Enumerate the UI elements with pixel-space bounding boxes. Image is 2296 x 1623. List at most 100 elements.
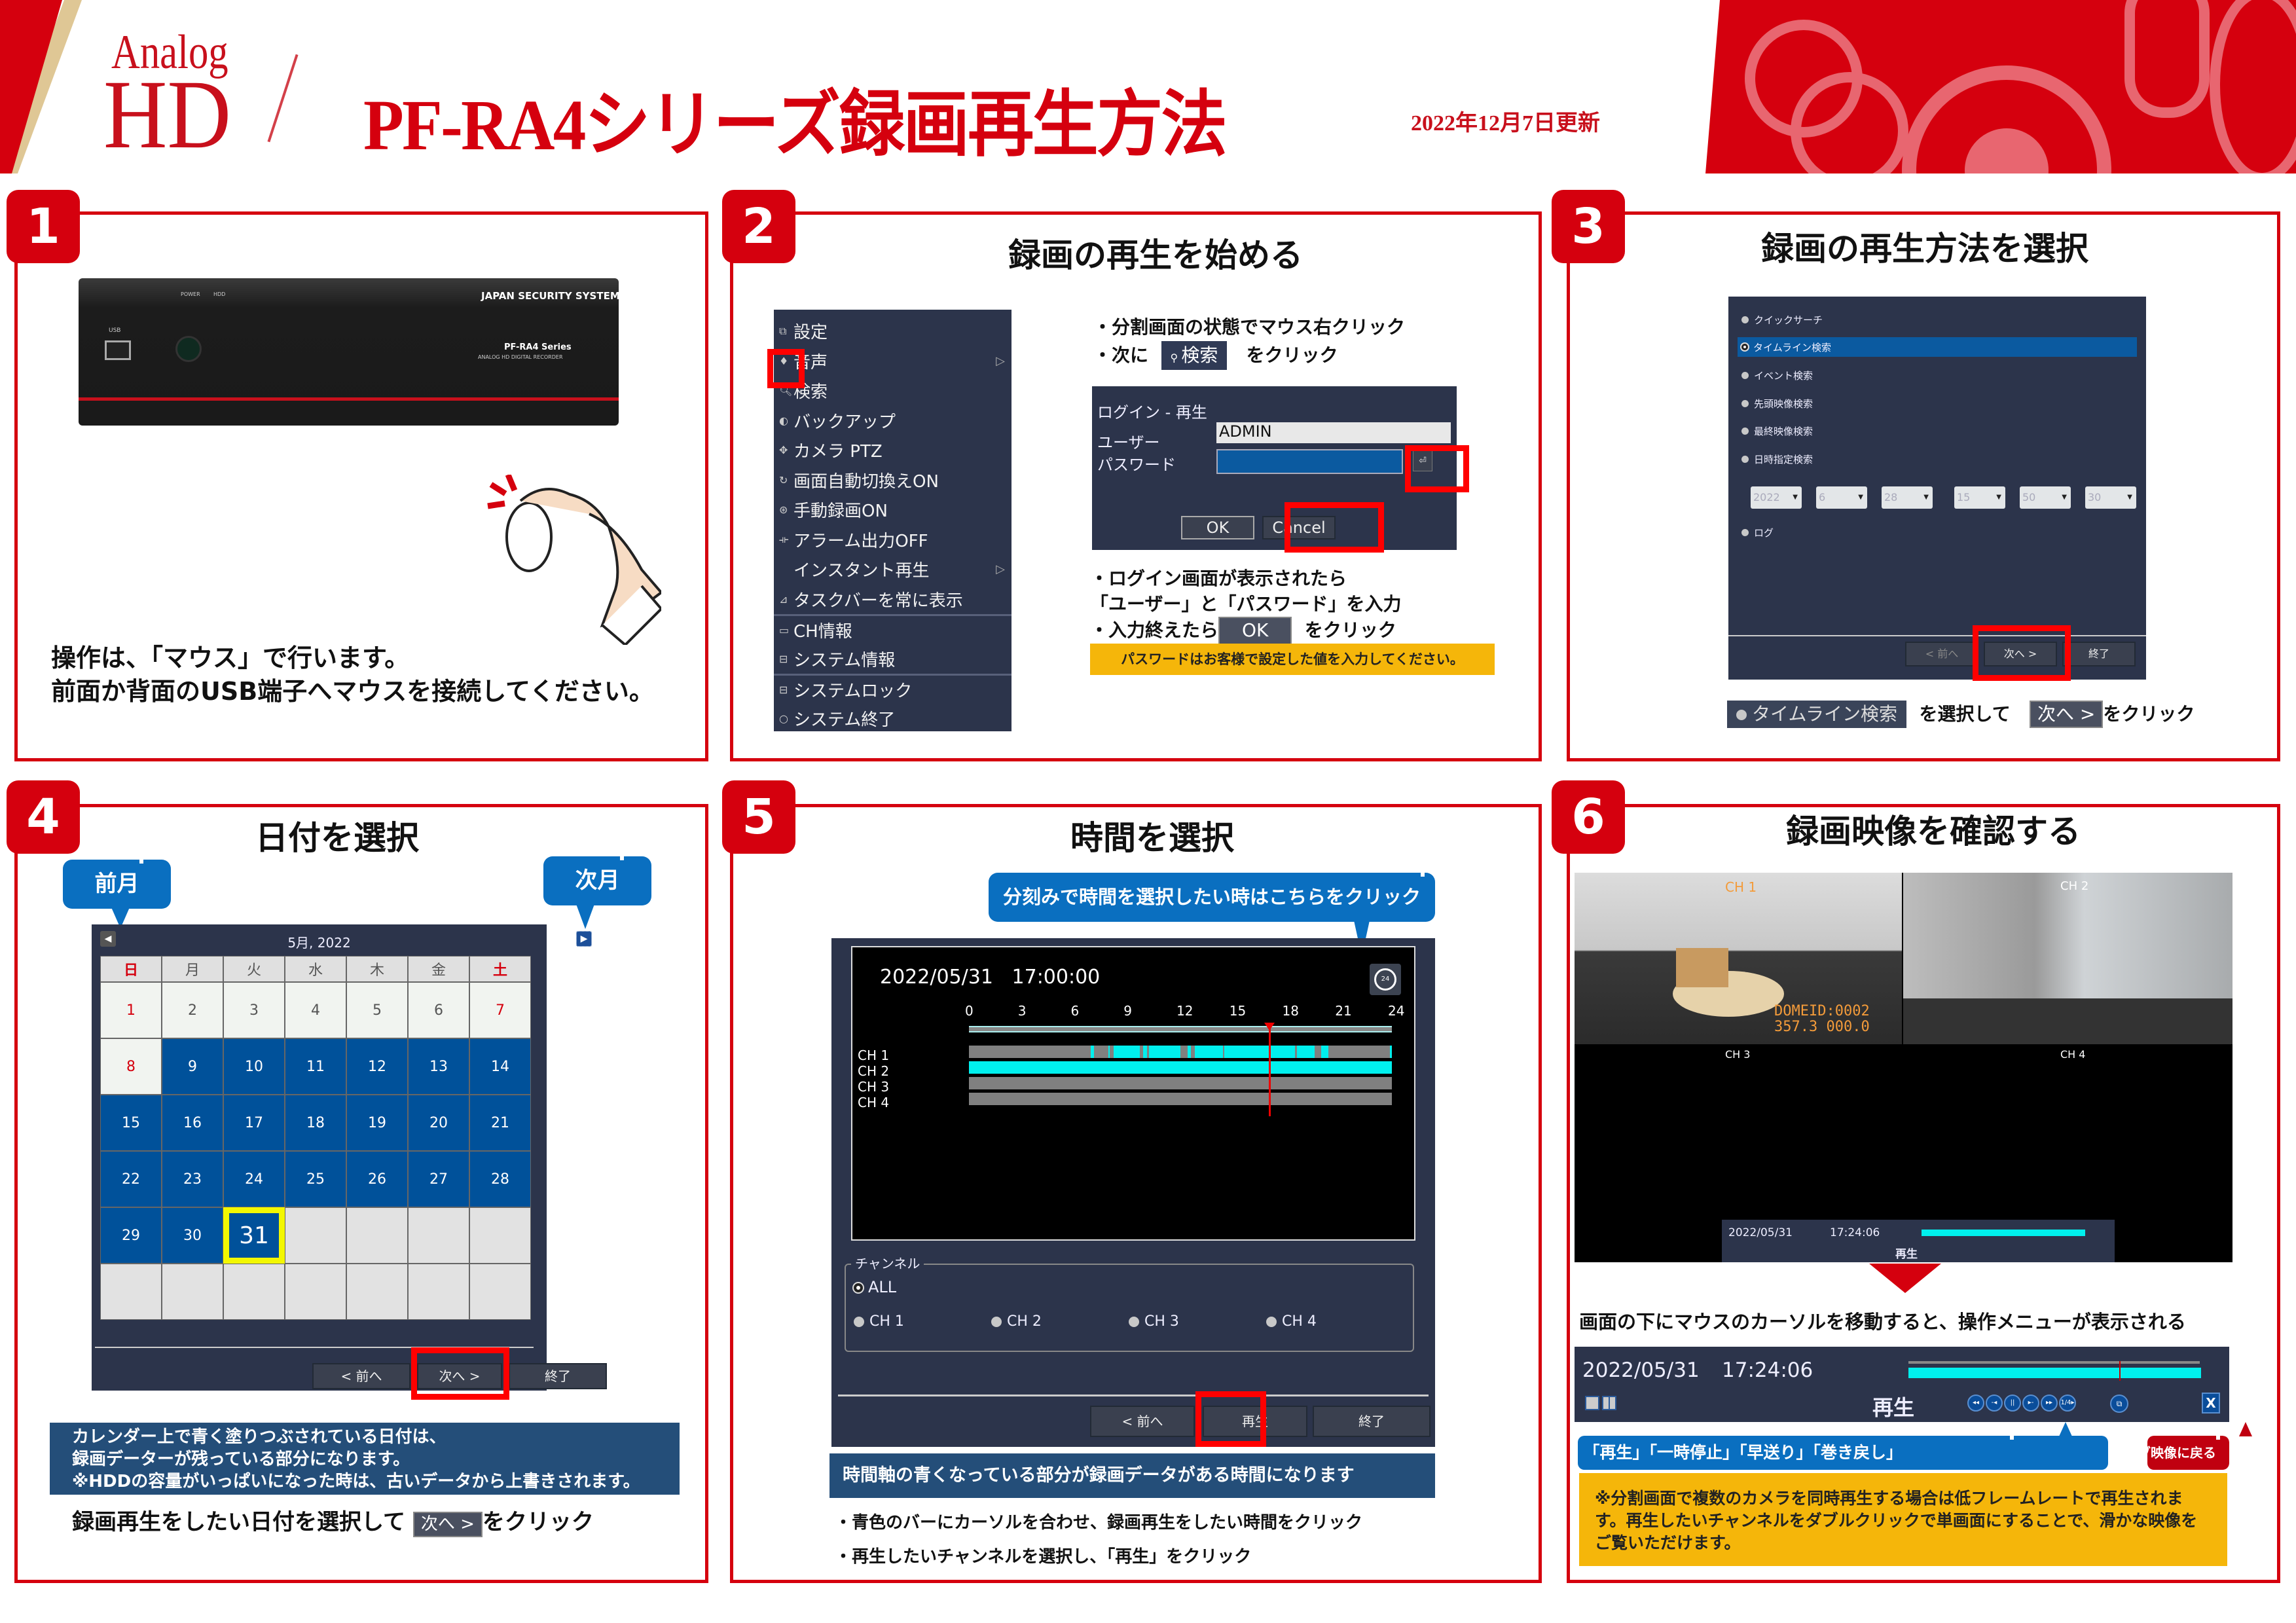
password-field[interactable] [1216,449,1403,474]
datetime-select-month[interactable]: 6▼ [1816,486,1867,509]
menu-item-3[interactable]: ◐バックアップ [779,412,896,432]
calendar-day-selected[interactable]: 31 [223,1207,285,1264]
calendar-day[interactable]: 21 [469,1095,531,1151]
keyboard-button[interactable]: ⏎ [1413,450,1432,471]
pause-icon[interactable]: || [2004,1395,2021,1412]
calendar-day[interactable]: 5 [346,982,408,1038]
calendar-day[interactable]: 28 [469,1151,531,1207]
calendar-day[interactable]: 14 [469,1038,531,1095]
recorded-segment[interactable] [1266,1046,1295,1058]
calendar-day[interactable]: 18 [285,1095,346,1151]
prev-button[interactable]: < 前へ [1090,1406,1195,1437]
datetime-select-year[interactable]: 2022▼ [1751,486,1802,509]
menu-item-6[interactable]: ⊛手動録画ON [779,501,888,522]
layout-toggle-button[interactable] [1585,1396,1616,1410]
menu-item-0[interactable]: ⧉設定 [779,323,828,343]
close-playback-button[interactable]: X [2202,1393,2220,1413]
calendar-day[interactable]: 7 [469,982,531,1038]
channel-radio-ch3[interactable]: CH 3 [1129,1313,1179,1330]
step-back-icon[interactable]: -◂ [1986,1395,2003,1412]
calendar-day[interactable]: 6 [408,982,469,1038]
search-option-0[interactable]: クイックサーチ [1738,310,2137,329]
recorded-segment[interactable] [1296,1046,1315,1058]
menu-item-11[interactable]: ⊟システム情報 [779,650,896,670]
menu-item-1[interactable]: ♦音声▷ [779,352,1005,373]
slow-play-icon[interactable]: 1/4▸ [2059,1395,2076,1412]
playback-timeline[interactable] [1908,1368,2201,1378]
prev-month-button[interactable]: ◀ [100,931,116,947]
channel-radio-ch1[interactable]: CH 1 [854,1313,904,1330]
datetime-select-second[interactable]: 30▼ [2085,486,2136,509]
search-option-5[interactable]: 日時指定検索 [1738,449,2137,469]
camera-view-ch4[interactable]: CH 4 [2060,1048,2086,1061]
camera-view-ch2[interactable]: CH 2 [1903,873,2232,1044]
login-ok-button[interactable]: OK [1181,516,1254,539]
next-button[interactable]: 次へ > [1984,642,2057,666]
channel-radio-ch2[interactable]: CH 2 [991,1313,1042,1330]
channel-radio-all[interactable]: ALL [854,1278,896,1296]
menu-item-8[interactable]: インスタント再生▷ [793,561,1005,581]
menu-item-4[interactable]: ✥カメラ PTZ [779,442,883,462]
calendar-day[interactable]: 13 [408,1038,469,1095]
calendar-day[interactable]: 19 [346,1095,408,1151]
datetime-select-minute[interactable]: 50▼ [2020,486,2071,509]
calendar-day[interactable]: 17 [223,1095,285,1151]
search-option-3[interactable]: 先頭映像検索 [1738,393,2137,413]
recorded-segment[interactable] [1090,1046,1095,1058]
recorded-segment[interactable] [1224,1046,1267,1058]
menu-item-7[interactable]: ⟛アラーム出力OFF [779,531,928,551]
timeline-scrubber[interactable] [969,1026,1392,1032]
calendar-day[interactable]: 11 [285,1038,346,1095]
calendar-day[interactable]: 23 [162,1151,223,1207]
calendar-day[interactable]: 24 [223,1151,285,1207]
recorded-segment[interactable] [1187,1046,1192,1058]
search-option-4[interactable]: 最終映像検索 [1738,421,2137,441]
step-forward-icon[interactable]: ▸- [2022,1395,2039,1412]
next-month-button[interactable]: ▶ [576,931,592,947]
menu-item-5[interactable]: ↻画面自動切換えON [779,471,939,492]
timeline-bar-ch4[interactable] [969,1093,1392,1105]
timeline-bar-ch3[interactable] [969,1077,1392,1089]
menu-item-12[interactable]: ⊟システムロック [774,674,1011,704]
recorded-segment[interactable] [1194,1046,1223,1058]
calendar-day[interactable]: 3 [223,982,285,1038]
exit-button[interactable]: 終了 [509,1363,607,1389]
calendar-day[interactable]: 15 [100,1095,162,1151]
menu-item-10[interactable]: ▭CH情報 [774,614,1011,644]
calendar-day[interactable]: 1 [100,982,162,1038]
channel-radio-ch4[interactable]: CH 4 [1266,1313,1317,1330]
calendar-day[interactable]: 2 [162,982,223,1038]
recorded-segment[interactable] [1143,1046,1147,1058]
exit-button[interactable]: 終了 [1313,1406,1430,1437]
recorded-segment[interactable] [1113,1046,1140,1058]
datetime-select-day[interactable]: 28▼ [1882,486,1933,509]
login-cancel-button[interactable]: Cancel [1262,516,1336,539]
next-button[interactable]: 次へ > [417,1363,502,1389]
calendar-day[interactable]: 26 [346,1151,408,1207]
recorded-segment[interactable] [1390,1046,1392,1058]
minute-zoom-button[interactable]: 24 [1370,964,1401,995]
calendar-day[interactable]: 22 [100,1151,162,1207]
calendar-day[interactable]: 16 [162,1095,223,1151]
exit-button[interactable]: 終了 [2062,642,2136,666]
search-option-6[interactable]: ログ [1738,522,2137,542]
calendar-day[interactable]: 4 [285,982,346,1038]
search-option-2[interactable]: イベント検索 [1738,365,2137,385]
menu-item-13[interactable]: ○システム終了 [779,710,896,730]
recorded-segment[interactable] [969,1061,1392,1074]
prev-button[interactable]: < 前へ [1905,642,1978,666]
calendar-day[interactable]: 9 [162,1038,223,1095]
calendar-day[interactable]: 25 [285,1151,346,1207]
recorded-segment[interactable] [1148,1046,1180,1058]
calendar-day[interactable]: 10 [223,1038,285,1095]
camera-view-ch3[interactable]: CH 3 [1725,1048,1751,1061]
user-field[interactable]: ADMIN [1216,422,1451,443]
menu-item-2[interactable]: 🔍︎検索 [779,382,828,403]
recorded-segment[interactable] [1321,1046,1329,1058]
search-option-1[interactable]: タイムライン検索 [1738,337,2137,357]
timeline-bar-ch1[interactable] [969,1046,1392,1058]
snapshot-button[interactable]: ⧉ [2110,1395,2128,1413]
datetime-select-hour[interactable]: 15▼ [1954,486,2005,509]
